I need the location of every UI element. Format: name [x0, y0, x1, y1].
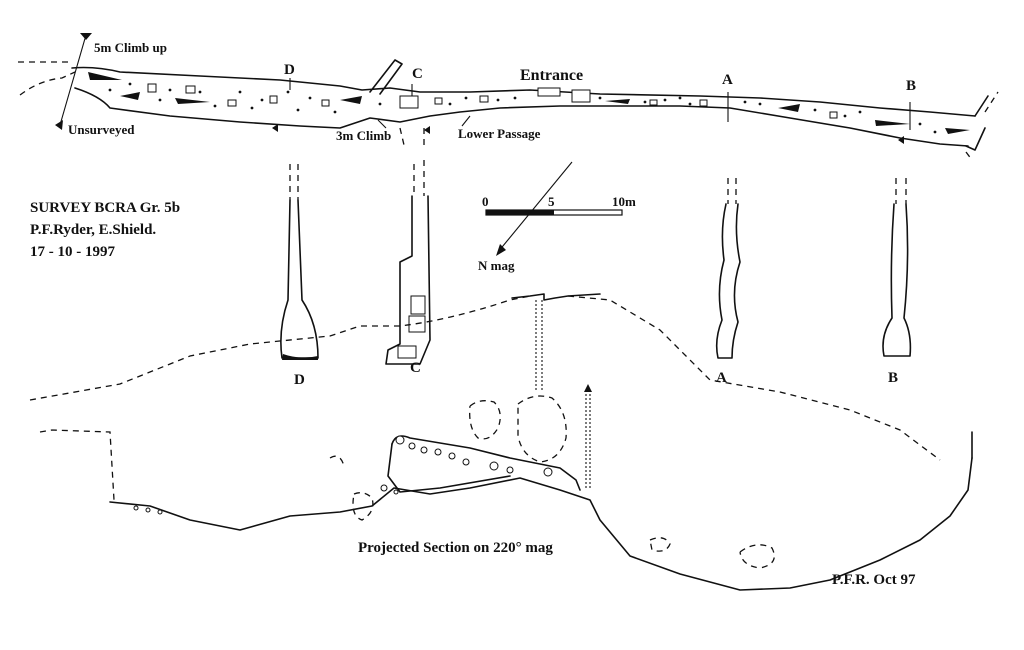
section-ladder-arrow-icon — [584, 384, 592, 392]
section-c-boulder-1 — [410, 295, 426, 315]
plan-dashed-left — [19, 71, 76, 96]
north-arrow-line — [497, 161, 573, 253]
passage-lower-wall — [74, 87, 969, 147]
section-entrance-surface — [511, 293, 601, 301]
section-big-boulder — [517, 395, 567, 463]
drawing-credit: P.F.R. Oct 97 — [832, 572, 916, 588]
survey-surveyors: P.F.Ryder, E.Shield. — [30, 222, 156, 238]
lower-passage-pointer — [461, 115, 471, 127]
plan-label-c: C — [412, 66, 423, 82]
section-b-tick — [898, 136, 904, 144]
label-3m-climb: 3m Climb — [336, 128, 391, 143]
plan-view: 5m Climb up Unsurveyed D C Entrance A B … — [18, 33, 999, 161]
north-arrow-icon — [496, 244, 506, 256]
scale-bar-fill — [486, 210, 554, 215]
section-ledge-underside — [387, 443, 511, 493]
section-boulder-dashed — [469, 400, 501, 440]
climb-pointer — [377, 119, 387, 129]
section-b-outline — [882, 203, 912, 357]
right-end-lower-wall — [965, 127, 986, 151]
section-pocket-4 — [739, 544, 775, 569]
entrance-boulder — [399, 95, 419, 109]
scale-bar: 0 5 10m — [482, 194, 636, 216]
cross-section-c: C — [385, 160, 431, 376]
cross-section-a: A — [715, 178, 741, 386]
scale-label-0: 0 — [482, 194, 489, 209]
section-rubble — [133, 435, 553, 515]
north-arrow-label: N mag — [478, 258, 515, 273]
section-label-a: A — [716, 370, 727, 386]
scale-label-5: 5 — [548, 194, 555, 209]
plan-label-a: A — [722, 72, 733, 88]
section-c-outline — [385, 195, 431, 365]
section-label-d: D — [294, 372, 305, 388]
section-pocket-2 — [352, 492, 374, 521]
section-pocket-3 — [649, 537, 671, 552]
section-d-outline — [280, 199, 319, 359]
passage-upper-wall — [71, 66, 976, 117]
section-pocket-1 — [329, 455, 345, 467]
side-passage-north — [369, 59, 403, 95]
plan-label-b: B — [906, 78, 916, 94]
section-c-tick — [424, 126, 430, 134]
cross-section-b: B — [882, 178, 912, 386]
unsurveyed-arrow-icon — [55, 120, 63, 130]
scale-label-10m: 10m — [612, 194, 636, 209]
section-cave-floor — [109, 457, 973, 591]
label-5m-climb-up: 5m Climb up — [94, 40, 167, 55]
unsurveyed-line — [59, 34, 87, 126]
surface-dashed-line — [29, 295, 531, 401]
section-a-outline — [715, 203, 741, 359]
plan-label-d: D — [284, 62, 295, 78]
entrance-boulder-3 — [571, 89, 591, 103]
survey-date: 17 - 10 - 1997 — [30, 244, 115, 260]
right-end-dashed — [984, 91, 999, 113]
section-title: Projected Section on 220° mag — [358, 540, 553, 556]
north-arrow: N mag — [478, 161, 573, 273]
label-entrance: Entrance — [520, 67, 583, 84]
lower-passage-dashed-1 — [399, 127, 405, 146]
section-label-b: B — [888, 370, 898, 386]
section-left-dashed — [39, 429, 115, 501]
label-unsurveyed: Unsurveyed — [68, 122, 135, 137]
right-end-wall — [974, 95, 989, 117]
passage-floor-debris — [88, 72, 970, 134]
survey-grade: SURVEY BCRA Gr. 5b — [30, 200, 180, 216]
survey-info: SURVEY BCRA Gr. 5b P.F.Ryder, E.Shield. … — [30, 200, 180, 260]
climb-arrow-icon — [80, 33, 92, 40]
section-c-boulder-3 — [397, 345, 417, 359]
entrance-boulder-2 — [537, 87, 561, 97]
cross-section-d: D — [280, 164, 319, 388]
projected-section: Projected Section on 220° mag — [29, 293, 973, 591]
section-label-c: C — [410, 360, 421, 376]
section-upper-ledge — [391, 435, 581, 491]
section-d-tick — [272, 124, 278, 132]
label-lower-passage: Lower Passage — [458, 126, 541, 141]
right-end-lower-dashed — [965, 151, 973, 161]
section-d-floor — [282, 354, 318, 360]
surface-dashed-line-right — [567, 295, 941, 461]
